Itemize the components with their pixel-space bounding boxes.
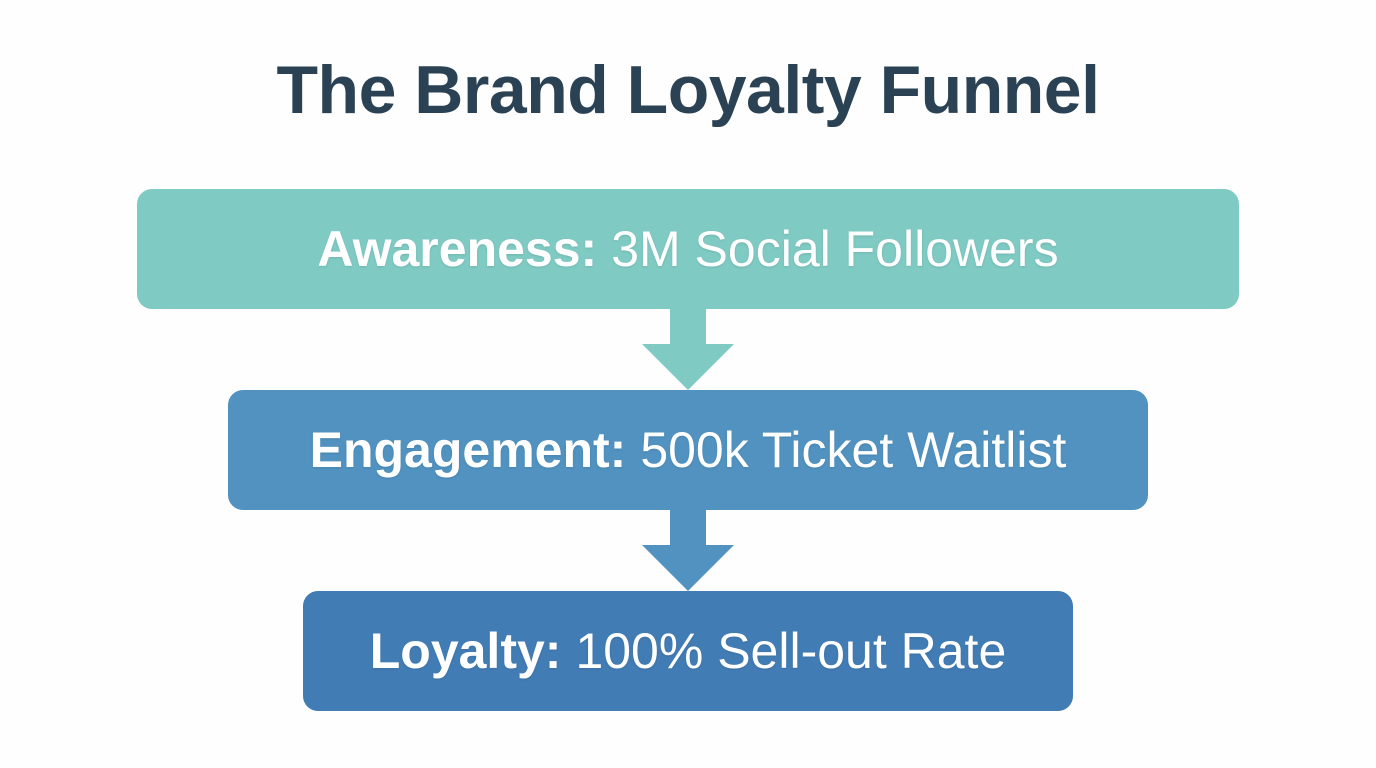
funnel-stage-label-loyalty: Loyalty: bbox=[369, 623, 562, 679]
funnel-stage-label-engagement: Engagement: bbox=[309, 422, 627, 478]
funnel-stages: Awareness: 3M Social Followers Engagemen… bbox=[0, 189, 1376, 719]
funnel-connector-1 bbox=[0, 309, 1376, 390]
funnel-stage-label-awareness: Awareness: bbox=[317, 221, 598, 277]
page-title: The Brand Loyalty Funnel bbox=[276, 52, 1100, 128]
funnel-stage-loyalty[interactable]: Loyalty: 100% Sell-out Rate bbox=[303, 591, 1073, 711]
funnel-stage-row-awareness: Awareness: 3M Social Followers bbox=[0, 189, 1376, 309]
arrow-down-icon bbox=[642, 309, 734, 390]
funnel-stage-row-loyalty: Loyalty: 100% Sell-out Rate bbox=[0, 591, 1376, 711]
funnel-connector-2 bbox=[0, 510, 1376, 591]
arrow-down-icon bbox=[642, 510, 734, 591]
funnel-stage-row-engagement: Engagement: 500k Ticket Waitlist bbox=[0, 390, 1376, 510]
funnel-stage-awareness[interactable]: Awareness: 3M Social Followers bbox=[137, 189, 1239, 309]
funnel-stage-value-engagement: 500k Ticket Waitlist bbox=[640, 422, 1067, 478]
funnel-stage-engagement[interactable]: Engagement: 500k Ticket Waitlist bbox=[228, 390, 1148, 510]
funnel-stage-value-loyalty: 100% Sell-out Rate bbox=[575, 623, 1007, 679]
funnel-stage-value-awareness: 3M Social Followers bbox=[611, 221, 1059, 277]
